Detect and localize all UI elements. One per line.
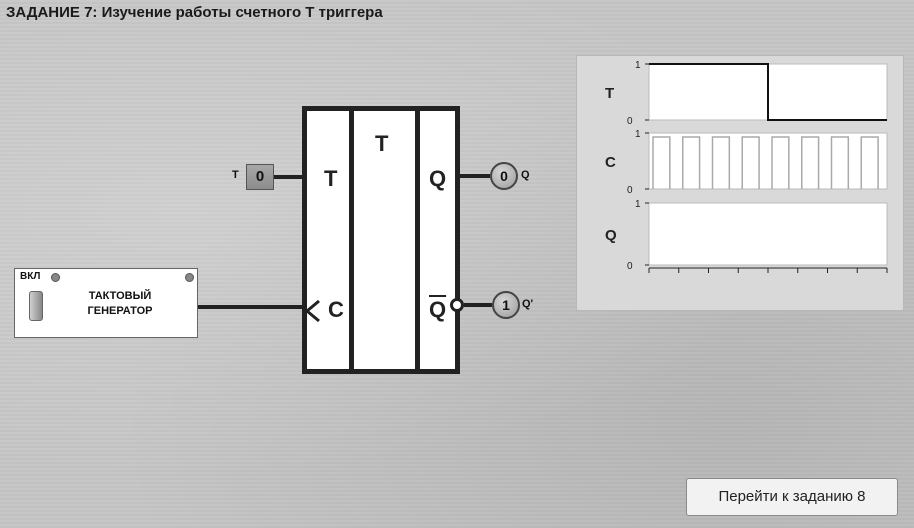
clock-generator: ВКЛ ТАКТОВЫЙ ГЕНЕРАТОР — [14, 268, 198, 338]
ff-header-label: T — [375, 131, 389, 156]
trace-name: C — [605, 154, 616, 171]
trace-name: Q — [605, 227, 617, 244]
q-output-indicator: 0 — [490, 162, 518, 190]
trace-name: T — [605, 85, 614, 102]
trace-plot-area — [648, 202, 888, 266]
t-input-label: T — [232, 169, 239, 181]
q-wire — [460, 174, 490, 178]
qbar-wire — [464, 303, 492, 307]
ff-input-t-label: T — [324, 166, 338, 191]
y-min-label: 0 — [627, 185, 633, 196]
y-min-label: 0 — [627, 116, 633, 127]
generator-name: ТАКТОВЫЙ ГЕНЕРАТОР — [75, 289, 165, 319]
generator-led-icon — [51, 273, 60, 282]
ff-input-c-label: C — [328, 297, 344, 322]
y-min-label: 0 — [627, 261, 633, 272]
ff-divider-left — [349, 111, 354, 369]
clock-pulse — [771, 136, 790, 189]
clock-pulse — [741, 136, 760, 189]
inversion-bubble-icon — [450, 298, 464, 312]
clock-pulse — [860, 136, 879, 189]
q-output-label: Q — [521, 169, 530, 181]
t-input-toggle[interactable]: 0 — [246, 164, 274, 190]
generator-switch-label: ВКЛ — [20, 271, 41, 282]
trace-plot-area — [648, 132, 888, 190]
ff-output-q-label: Q — [429, 166, 447, 191]
y-max-label: 1 — [635, 199, 641, 210]
t-wire — [274, 175, 304, 179]
generator-name-line1: ТАКТОВЫЙ — [88, 290, 152, 302]
clock-pulse — [830, 136, 850, 189]
qbar-output-label: Q' — [522, 298, 534, 310]
clock-edge-icon — [305, 299, 320, 323]
generator-status-led-icon — [185, 273, 194, 282]
clock-pulse — [711, 136, 731, 189]
t-flipflop: T T Q C Q — [302, 106, 460, 374]
next-task-button[interactable]: Перейти к заданию 8 — [686, 478, 898, 516]
page-title: ЗАДАНИЕ 7: Изучение работы счетного Т тр… — [6, 4, 383, 21]
generator-power-switch[interactable] — [29, 291, 43, 321]
clock-pulse — [682, 136, 701, 189]
y-max-label: 1 — [635, 129, 641, 140]
ff-output-qbar-label: Q — [429, 297, 447, 322]
qbar-output-indicator: 1 — [492, 291, 520, 319]
clock-pulse — [801, 136, 820, 189]
y-max-label: 1 — [635, 60, 641, 71]
clock-wire — [198, 305, 306, 309]
clock-pulse — [652, 136, 671, 189]
generator-name-line2: ГЕНЕРАТОР — [87, 305, 153, 317]
ff-divider-right — [415, 111, 420, 369]
trace-waveform — [649, 63, 887, 121]
